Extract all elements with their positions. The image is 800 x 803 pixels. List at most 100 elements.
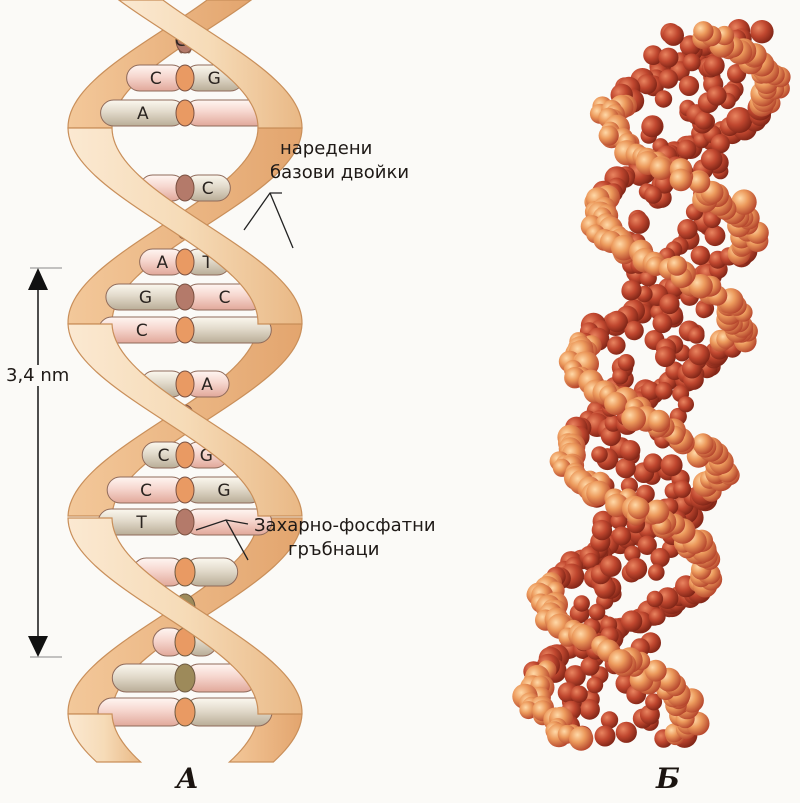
- atom-sphere: [624, 320, 644, 341]
- base-pair: [97, 697, 273, 727]
- atom-sphere: [620, 610, 643, 632]
- atom-sphere: [641, 116, 663, 138]
- atom-sphere: [658, 69, 679, 89]
- pitch-arrow: [28, 267, 62, 658]
- atom-sphere: [648, 608, 666, 626]
- backbone-segment: [67, 323, 303, 517]
- atom-sphere: [641, 381, 660, 401]
- atom-sphere: [644, 186, 662, 204]
- atom-sphere: [643, 453, 663, 473]
- backbone-segment: [227, 713, 303, 763]
- atom-sphere: [612, 368, 629, 385]
- base-pairs: GCCGACTAATGCCATACGCGT: [97, 26, 273, 727]
- atom-sphere: [594, 725, 616, 747]
- base-letter-left: C: [158, 446, 170, 466]
- atom-sphere: [591, 446, 608, 463]
- atom-sphere: [677, 219, 698, 240]
- atom-sphere: [688, 327, 705, 344]
- atom-sphere: [621, 280, 642, 301]
- pitch-label: 3,4 nm: [4, 365, 72, 386]
- atom-sphere: [692, 433, 714, 455]
- base-pair-leader-lines: [243, 192, 294, 249]
- atom-sphere: [682, 53, 701, 72]
- atom-sphere: [650, 548, 670, 568]
- base-pair: T: [97, 508, 273, 536]
- atom-sphere: [586, 676, 604, 694]
- atom-sphere: [645, 499, 670, 524]
- atom-sphere: [619, 440, 641, 461]
- atom-sphere: [600, 711, 619, 729]
- atom-sphere: [690, 245, 710, 266]
- base-letter-left: T: [135, 513, 147, 533]
- atom-sphere: [627, 497, 650, 520]
- atom-sphere: [621, 406, 646, 432]
- base-pairs-label: наредени базови двойки: [270, 138, 410, 183]
- atom-sphere: [580, 656, 600, 676]
- atom-sphere: [703, 55, 725, 76]
- atom-sphere: [608, 649, 633, 674]
- atom-sphere: [659, 293, 680, 315]
- atom-sphere: [731, 189, 757, 215]
- atom-sphere: [643, 45, 663, 65]
- base-letter-right: C: [219, 288, 231, 308]
- base-pair: C: [98, 316, 272, 344]
- atom-sphere: [655, 382, 673, 400]
- panel-a-letter: А: [176, 762, 199, 795]
- atom-sphere: [656, 587, 679, 609]
- atom-sphere: [660, 454, 683, 477]
- atom-sphere: [624, 545, 641, 562]
- atom-sphere: [678, 75, 700, 96]
- atom-sphere: [644, 659, 667, 682]
- atom-sphere: [750, 20, 774, 44]
- atom-sphere: [654, 90, 673, 108]
- atom-sphere: [625, 557, 648, 580]
- space-filling-dna-model: [512, 19, 791, 751]
- atom-sphere: [612, 526, 632, 546]
- atom-sphere: [582, 552, 599, 569]
- atom-sphere: [688, 274, 713, 299]
- atom-sphere: [636, 74, 658, 95]
- atom-sphere: [570, 685, 588, 703]
- atom-sphere: [726, 107, 753, 133]
- base-cylinder: [111, 663, 186, 693]
- base-letter-left: C: [150, 69, 162, 89]
- base-letter-left: G: [139, 288, 152, 308]
- base-letter-left: C: [140, 481, 152, 501]
- atom-sphere: [646, 590, 664, 608]
- atom-sphere: [647, 409, 671, 433]
- atom-sphere: [706, 85, 727, 106]
- backbone-segment: [117, 0, 303, 129]
- atom-sphere: [677, 396, 695, 413]
- atom-sphere: [615, 457, 636, 479]
- atom-sphere: [694, 111, 713, 130]
- atom-sphere: [658, 47, 679, 68]
- atom-sphere: [645, 693, 663, 711]
- atom-sphere: [617, 354, 635, 371]
- atom-sphere: [573, 595, 590, 612]
- atom-sphere: [588, 603, 606, 621]
- base-letter-right: A: [201, 375, 213, 395]
- backbone-segment: [67, 517, 303, 715]
- atom-sphere: [688, 343, 710, 366]
- base-letter-left: A: [137, 104, 149, 124]
- atom-sphere: [652, 313, 673, 334]
- atom-sphere: [598, 125, 619, 146]
- front-backbone-strand: [67, 0, 303, 763]
- atom-sphere: [564, 665, 586, 687]
- atom-sphere: [704, 225, 726, 247]
- atom-sphere: [600, 555, 622, 577]
- base-pair: A: [100, 99, 270, 127]
- atom-sphere: [693, 21, 714, 42]
- atom-sphere: [710, 134, 730, 154]
- backbone-segment: [67, 713, 143, 763]
- base-letter-left: A: [157, 253, 169, 273]
- atom-sphere: [655, 346, 676, 368]
- atom-sphere: [579, 699, 600, 720]
- atom-sphere: [571, 624, 598, 651]
- atom-sphere: [648, 564, 665, 581]
- atom-sphere: [669, 168, 693, 192]
- atom-sphere: [695, 301, 712, 319]
